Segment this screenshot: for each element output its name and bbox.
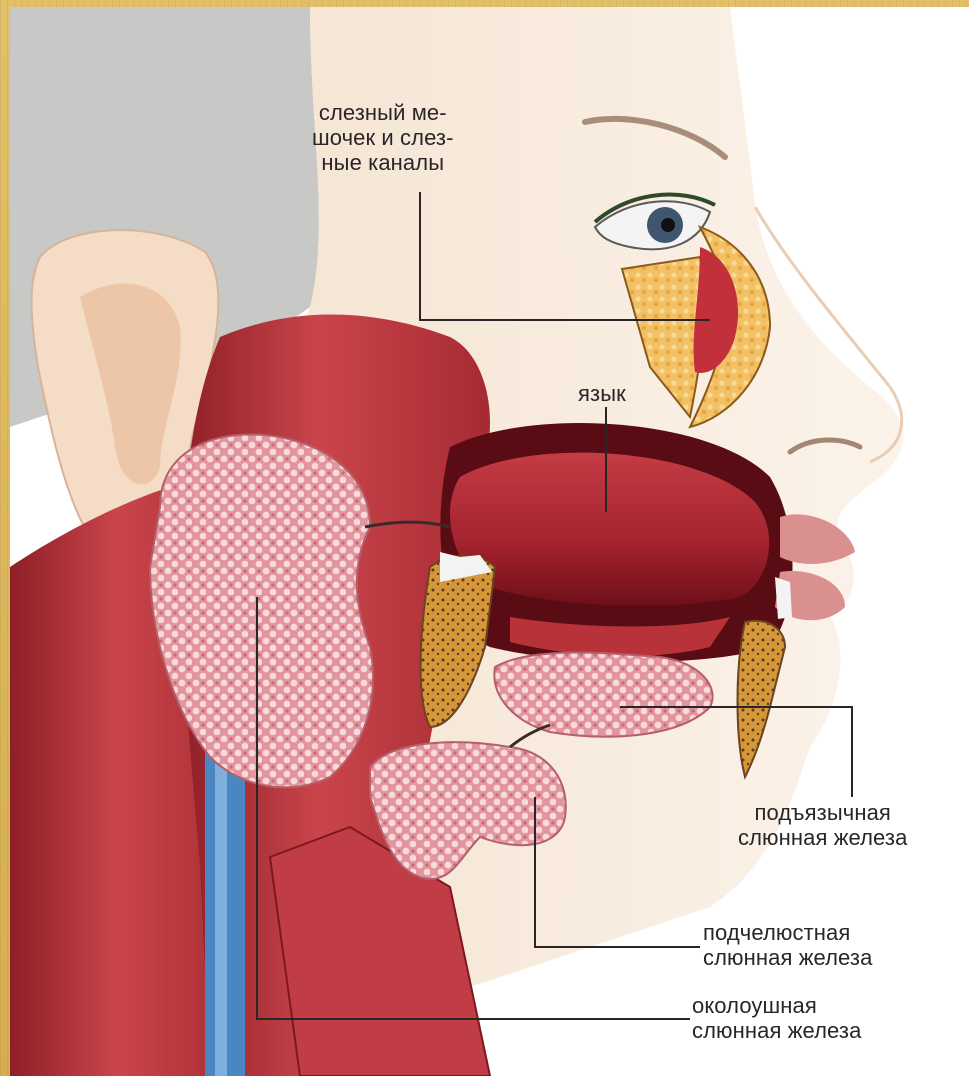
label-submandibular-line2: слюнная железа xyxy=(703,945,872,970)
pupil xyxy=(661,218,675,232)
label-tongue: язык xyxy=(578,381,626,406)
label-sublingual-line2: слюнная железа xyxy=(738,825,907,850)
label-parotid-line2: слюнная железа xyxy=(692,1018,861,1043)
label-submandibular-line1: подчелюстная xyxy=(703,920,872,945)
label-lacrimal-line1: слезный ме- xyxy=(312,100,454,125)
label-parotid-line1: околоушная xyxy=(692,993,861,1018)
illustration-plate xyxy=(10,7,969,1076)
head-illustration xyxy=(10,7,969,1076)
label-sublingual-line1: подъязычная xyxy=(738,800,907,825)
label-submandibular: подчелюстная слюнная железа xyxy=(703,920,872,970)
label-lacrimal-line3: ные каналы xyxy=(312,150,454,175)
label-lacrimal: слезный ме- шочек и слез- ные каналы xyxy=(312,100,454,175)
label-parotid: околоушная слюнная железа xyxy=(692,993,861,1043)
label-sublingual: подъязычная слюнная железа xyxy=(738,800,907,850)
label-lacrimal-line2: шочек и слез- xyxy=(312,125,454,150)
upper-lip xyxy=(780,514,855,564)
